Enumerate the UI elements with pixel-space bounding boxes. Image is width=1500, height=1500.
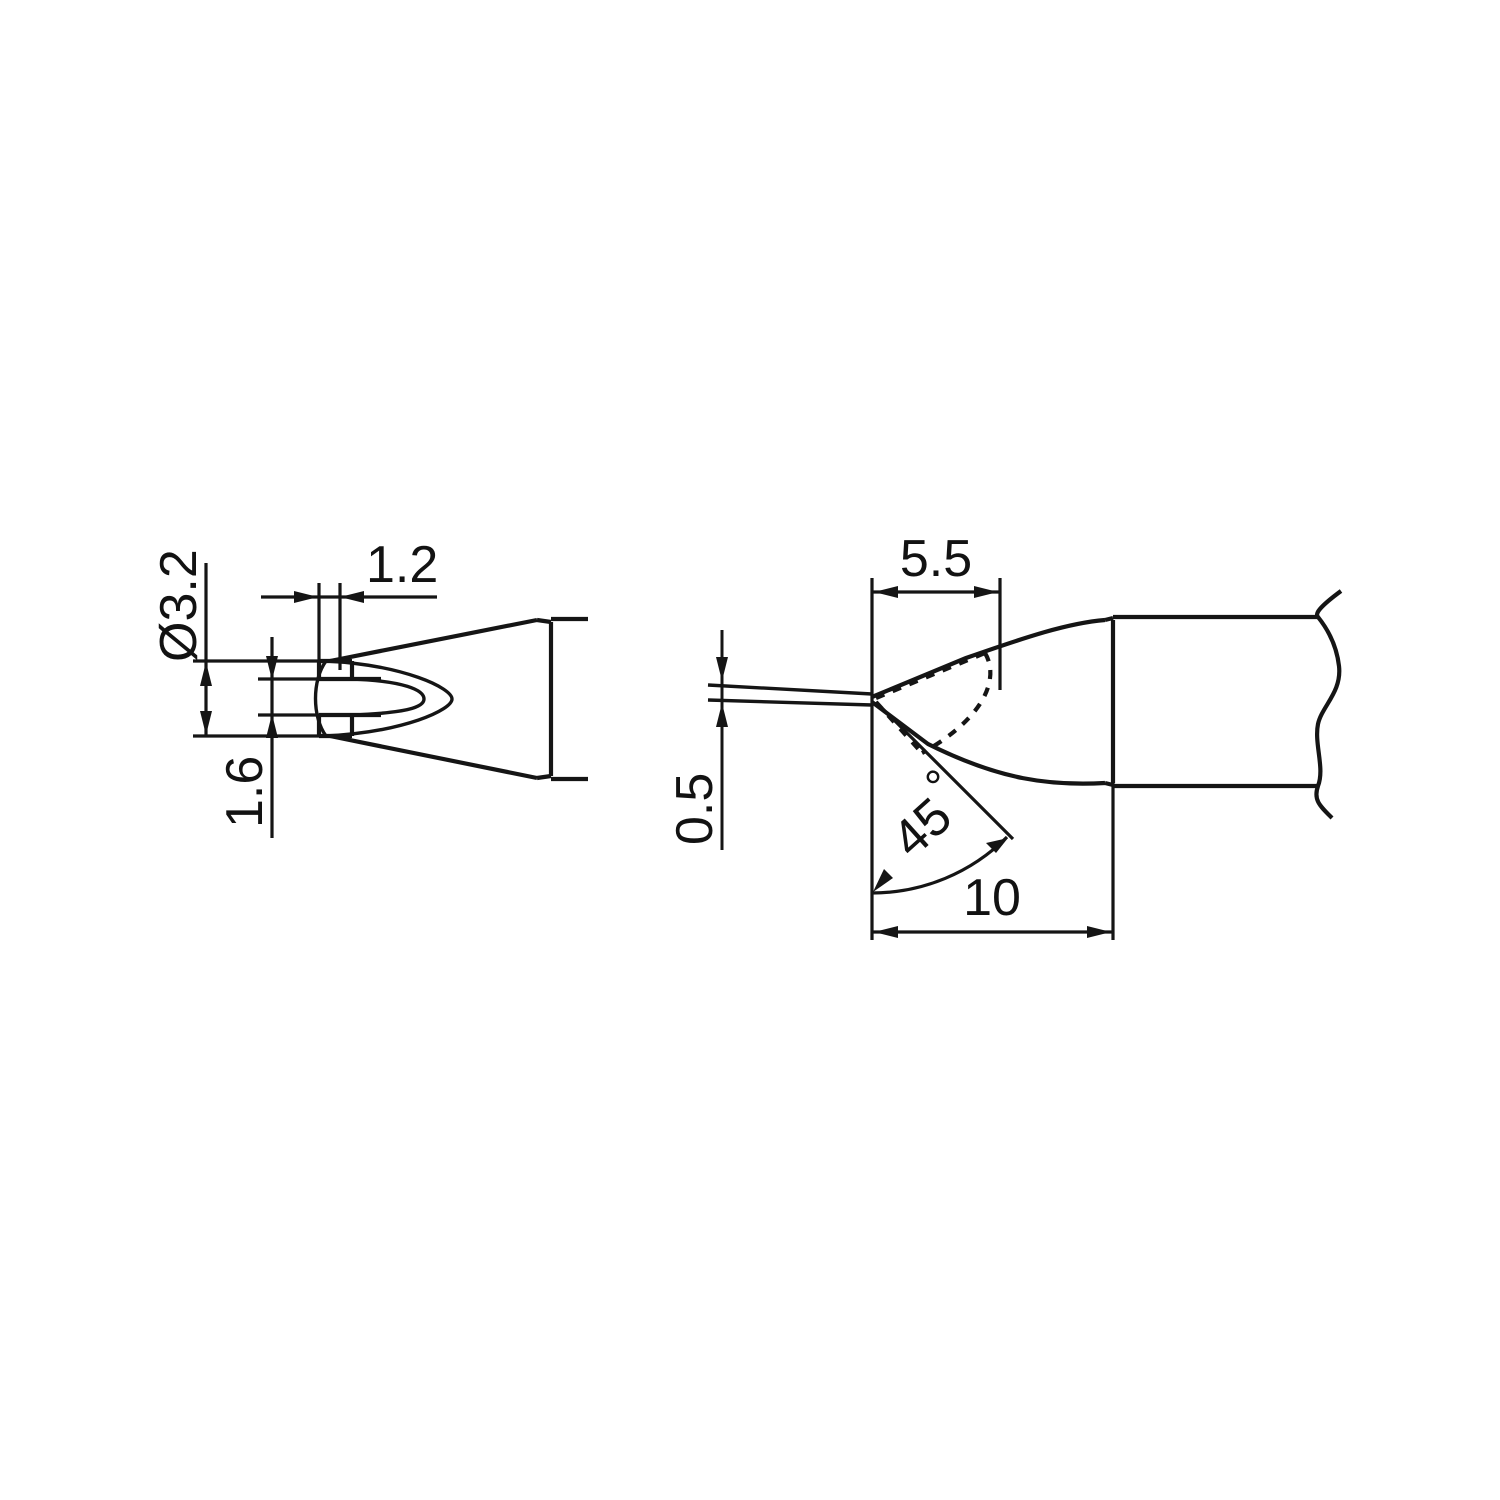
dim-label-length-5-5: 5.5 [900,530,972,588]
angle-ray-45 [874,700,1015,841]
tip-thickness-line-bottom [707,698,873,707]
dim-label-thickness-0-5: 0.5 [666,773,724,845]
arrowhead-12-right [340,591,364,603]
arrowhead-d32-bottom [200,711,212,735]
groove-outer-profile [325,659,454,738]
rim-chamfer-top [536,617,552,625]
cone-lower-flank [329,733,538,781]
arrowhead-45-end [986,838,1008,853]
dimension-length-10: 10 [872,869,1113,938]
side-shoulder-chamfer-bottom [1104,780,1114,788]
tip-thickness-line-top [707,683,873,696]
dimension-angle-45: 45 ° [871,700,1015,895]
dim-label-length-10: 10 [963,869,1021,927]
hidden-groove-arc [920,651,993,755]
arrowhead-05-top [716,657,728,681]
arrowhead-10-right [1087,926,1111,938]
arrowhead-05-bottom [716,703,728,727]
hidden-groove-upper [875,651,986,700]
arrowhead-10-left [874,926,898,938]
dim-label-diameter-3-2: Ø3.2 [150,549,208,662]
dimension-width-1-2: 1.2 [261,536,438,670]
arrowhead-55-right [974,586,998,598]
side-view: 0.5 5.5 10 [666,530,1343,940]
dimension-length-5-5: 5.5 [872,530,1000,598]
front-view-blade-block [316,658,381,739]
dimension-diameter-3-2: Ø3.2 [150,549,320,738]
dim-label-width-1-2: 1.2 [366,536,438,594]
hidden-groove-lower [874,700,924,755]
dimension-height-1-6: 1.6 [216,637,330,838]
groove-outer-left-arc [313,659,328,738]
arrowhead-d32-top [200,662,212,686]
arrowhead-55-left [874,586,898,598]
arrowhead-45-start [873,869,893,892]
front-view: Ø3.2 1.2 1.6 [150,536,588,838]
arrowhead-12-left [294,591,318,603]
side-lower-flank [870,700,1106,786]
groove-inner-profile [351,677,426,717]
front-view-groove [313,659,454,738]
side-shoulder-chamfer-top [1104,615,1114,623]
arrowhead-16-top [266,656,278,680]
front-view-body-outline [329,616,588,782]
dimension-thickness-0-5: 0.5 [666,630,873,850]
cone-upper-flank [329,617,538,664]
arrowhead-16-bottom [266,714,278,738]
side-view-hidden-groove [874,651,993,755]
break-line [1314,589,1343,820]
dim-label-height-1-6: 1.6 [216,756,274,828]
rim-chamfer-bottom [536,773,552,781]
